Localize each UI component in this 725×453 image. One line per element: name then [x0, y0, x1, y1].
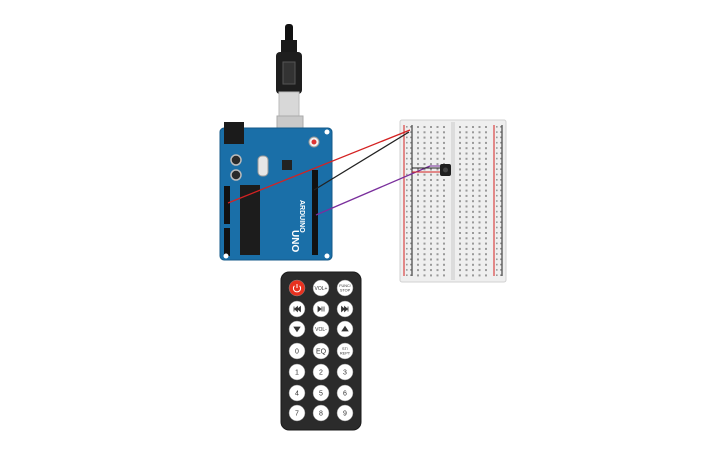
remote-button-three[interactable]: 3	[336, 363, 354, 381]
remote-button-vol-up[interactable]: VOL+	[312, 279, 330, 297]
remote-button-label: REPT	[340, 351, 351, 355]
remote-button-one[interactable]: 1	[288, 363, 306, 381]
remote-button-label: 4	[295, 390, 299, 397]
arduino-logo-text: ARDUINO	[298, 200, 305, 233]
black-wire	[313, 131, 410, 191]
remote-button-seven[interactable]: 7	[288, 404, 306, 422]
power-icon	[292, 284, 302, 293]
remote-button-nine[interactable]: 9	[336, 404, 354, 422]
remote-button-next[interactable]	[336, 300, 354, 318]
remote-button-four[interactable]: 4	[288, 384, 306, 402]
ir-remote[interactable]: VOL+ FUNC/STOP VOL- 0 EQ ST/REPT 1 2 3 4 5 6 7 8 9	[280, 271, 362, 431]
remote-button-play-pause[interactable]	[312, 300, 330, 318]
up-arrow-icon	[341, 325, 349, 332]
remote-button-power[interactable]	[288, 279, 306, 297]
wires	[227, 129, 440, 216]
remote-button-label: VOL+	[315, 286, 328, 292]
remote-button-label: 0	[295, 348, 299, 355]
remote-button-label: 6	[343, 390, 347, 397]
remote-button-label: 5	[319, 390, 323, 397]
red-wire	[227, 129, 411, 204]
remote-button-label: 2	[319, 369, 323, 376]
atmega-chip	[240, 185, 260, 255]
arduino-uno-board[interactable]: ARDUINO UNO	[219, 122, 333, 261]
remote-button-st-rept[interactable]: ST/REPT	[336, 342, 354, 360]
remote-button-eight[interactable]: 8	[312, 404, 330, 422]
breadboard[interactable]	[399, 119, 507, 283]
digital-header	[312, 170, 318, 255]
remote-button-label: EQ	[316, 348, 327, 355]
remote-button-prev[interactable]	[288, 300, 306, 318]
breadboard-holes	[406, 126, 502, 277]
analog-header	[224, 228, 230, 256]
remote-button-label: 7	[295, 410, 299, 417]
remote-button-five[interactable]: 5	[312, 384, 330, 402]
remote-button-zero[interactable]: 0	[288, 342, 306, 360]
play-pause-icon	[317, 305, 325, 313]
remote-button-label: 9	[343, 410, 347, 417]
remote-button-vol-down[interactable]: VOL-	[312, 320, 330, 338]
remote-button-label: 1	[295, 369, 299, 376]
remote-button-eq[interactable]: EQ	[312, 342, 330, 360]
remote-button-func-stop[interactable]: FUNC/STOP	[336, 279, 354, 297]
remote-button-label: STOP	[340, 288, 351, 292]
remote-button-up[interactable]	[336, 320, 354, 338]
power-jack	[224, 122, 244, 144]
remote-button-label: FUNC/	[339, 284, 352, 288]
next-track-icon	[341, 305, 349, 313]
remote-button-label: 3	[343, 369, 347, 376]
remote-button-label: 8	[319, 410, 323, 417]
remote-button-label: ST/	[342, 347, 349, 351]
remote-button-two[interactable]: 2	[312, 363, 330, 381]
arduino-model-text: UNO	[289, 230, 300, 252]
remote-button-six[interactable]: 6	[336, 384, 354, 402]
remote-button-down[interactable]	[288, 320, 306, 338]
usb-cable	[276, 24, 304, 145]
previous-track-icon	[293, 305, 301, 313]
purple-wire	[315, 165, 431, 216]
power-header	[224, 186, 230, 224]
down-arrow-icon	[293, 326, 301, 333]
remote-button-label: VOL-	[315, 327, 327, 333]
